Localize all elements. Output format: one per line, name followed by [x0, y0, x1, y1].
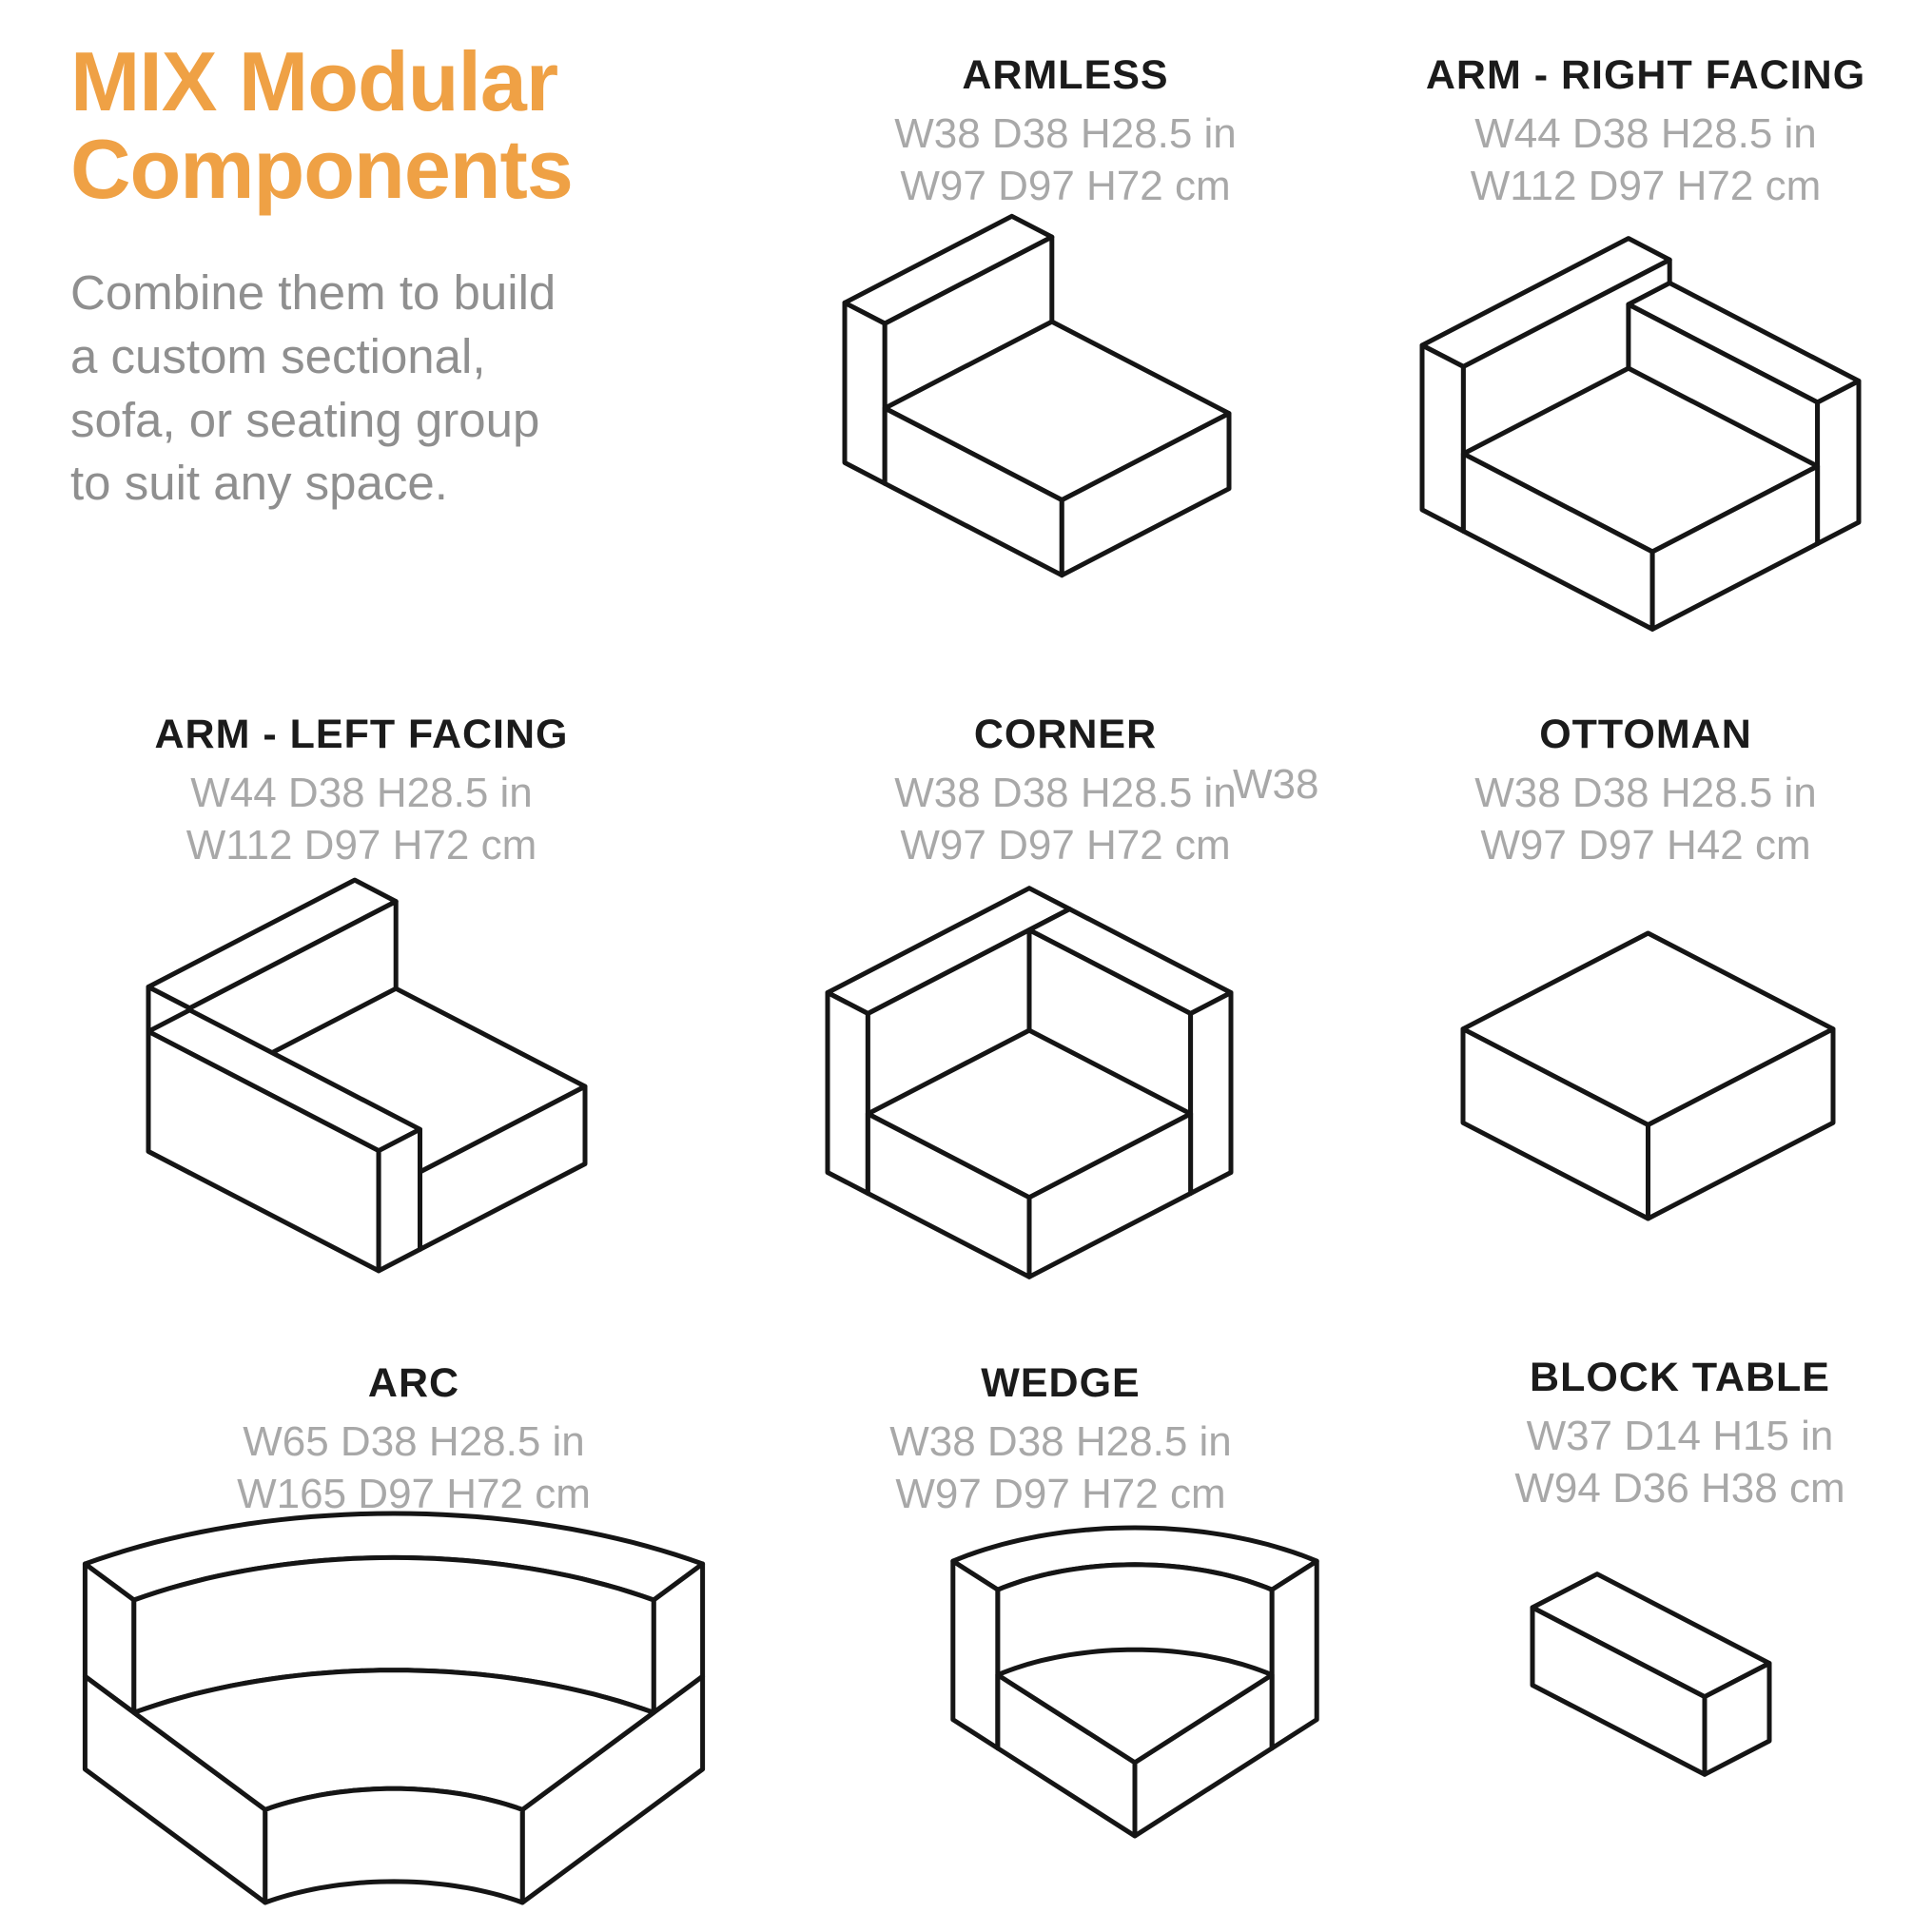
component-name: ARMLESS: [962, 52, 1169, 98]
page-title-line1: MIX Modular: [70, 34, 558, 128]
isometric-face: [1269, 1558, 1319, 1751]
component-dimensions: W38 D38 H28.5 in W97 D97 H42 cm: [1379, 768, 1912, 871]
isometric-face: [1419, 342, 1466, 534]
isometric-face: [1646, 1026, 1836, 1221]
dimensions-inches: W37 D14 H15 in: [1526, 1413, 1834, 1459]
isometric-face: [950, 1558, 1001, 1751]
component-dimensions: W38 D38 H28.5 in W97 D97 H72 cm: [809, 108, 1322, 212]
ottoman-isometric-drawing: [1460, 930, 1836, 1221]
component-name: WEDGE: [981, 1360, 1141, 1406]
block-table-isometric-drawing: [1530, 1571, 1772, 1777]
dimensions-inches: W38 D38 H28.5 in: [1474, 770, 1817, 816]
isometric-face: [1188, 990, 1234, 1196]
isometric-face: [1815, 379, 1862, 546]
component-name: CORNER: [973, 712, 1158, 757]
component-armless: ARMLESS W38 D38 H28.5 in W97 D97 H72 cm: [809, 52, 1322, 212]
arm-right-isometric-drawing: [1419, 236, 1862, 632]
dimensions-cm: W97 D97 H72 cm: [895, 1470, 1226, 1517]
arc-isometric-drawing: [82, 1511, 706, 1905]
component-dimensions: W44 D38 H28.5 in W112 D97 H72 cm: [1370, 108, 1922, 212]
component-ottoman: OTTOMAN W38 D38 H28.5 in W97 D97 H42 cm: [1379, 712, 1912, 871]
component-dimensions: W65 D38 H28.5 in W165 D97 H72 cm: [147, 1416, 680, 1520]
component-name: BLOCK TABLE: [1530, 1355, 1830, 1400]
dimensions-cm: W97 D97 H42 cm: [1480, 821, 1811, 869]
description-line: a custom sectional,: [70, 328, 486, 383]
component-name: ARM - RIGHT FACING: [1425, 52, 1866, 98]
component-arc: ARC W65 D38 H28.5 in W165 D97 H72 cm: [147, 1360, 680, 1520]
component-name: OTTOMAN: [1539, 712, 1752, 757]
dimensions-cm: W97 D97 H72 cm: [900, 821, 1231, 869]
arm-left-isometric-drawing: [146, 877, 588, 1274]
component-dimensions: W38 D38 H28.5 in W97 D97 H72 cm: [804, 1416, 1317, 1520]
dimensions-inches: W38 D38 H28.5 in: [889, 1418, 1232, 1465]
dimensions-inches: W44 D38 H28.5 in: [190, 770, 533, 816]
isometric-face: [376, 1126, 422, 1274]
page-title: MIX Modular Components: [70, 38, 679, 212]
component-dimensions: W37 D14 H15 in W94 D36 H38 cm: [1414, 1411, 1932, 1514]
component-wedge: WEDGE W38 D38 H28.5 in W97 D97 H72 cm: [804, 1360, 1317, 1520]
dimensions-inches: W38 D38 H28.5 in: [894, 770, 1237, 816]
armless-isometric-drawing: [842, 213, 1232, 578]
dimensions-cm: W112 D97 H72 cm: [1470, 162, 1822, 209]
component-corner: CORNER W38 D38 H28.5 in W97 D97 H72 cm: [804, 712, 1327, 871]
isometric-face: [1059, 411, 1232, 578]
dimensions-inches: W44 D38 H28.5 in: [1474, 110, 1817, 157]
description-line: Combine them to build: [70, 265, 556, 321]
component-arm-left: ARM - LEFT FACING W44 D38 H28.5 in W112 …: [90, 712, 633, 871]
description-line: sofa, or seating group: [70, 392, 540, 447]
dimensions-inches: W65 D38 H28.5 in: [243, 1418, 585, 1465]
component-name: ARC: [367, 1360, 460, 1406]
dimensions-cm: W165 D97 H72 cm: [237, 1470, 591, 1517]
page-title-line2: Components: [70, 121, 574, 216]
wedge-isometric-drawing: [950, 1525, 1319, 1839]
dimensions-cm: W94 D36 H38 cm: [1514, 1464, 1845, 1512]
isometric-face: [995, 1647, 1275, 1766]
isometric-face: [1702, 1661, 1772, 1777]
component-arm-right: ARM - RIGHT FACING W44 D38 H28.5 in W112…: [1370, 52, 1922, 212]
component-dimensions: W38 D38 H28.5 in W97 D97 H72 cm: [804, 768, 1327, 871]
page-description: Combine them to build a custom sectional…: [70, 262, 679, 516]
dimensions-cm: W112 D97 H72 cm: [185, 821, 537, 869]
isometric-face: [1026, 1111, 1194, 1279]
component-dimensions: W44 D38 H28.5 in W112 D97 H72 cm: [90, 768, 633, 871]
isometric-face: [842, 300, 888, 486]
component-name: ARM - LEFT FACING: [154, 712, 569, 757]
component-block-table: BLOCK TABLE W37 D14 H15 in W94 D36 H38 c…: [1414, 1355, 1932, 1514]
isometric-face: [1649, 463, 1821, 632]
stray-width-label: W38: [1233, 761, 1319, 808]
header-block: MIX Modular Components Combine them to b…: [70, 38, 679, 516]
description-line: to suit any space.: [70, 456, 448, 511]
dimensions-inches: W38 D38 H28.5 in: [894, 110, 1237, 157]
corner-isometric-drawing: [825, 886, 1234, 1279]
isometric-face: [263, 1786, 525, 1905]
isometric-face: [825, 990, 870, 1196]
dimensions-cm: W97 D97 H72 cm: [900, 162, 1231, 209]
